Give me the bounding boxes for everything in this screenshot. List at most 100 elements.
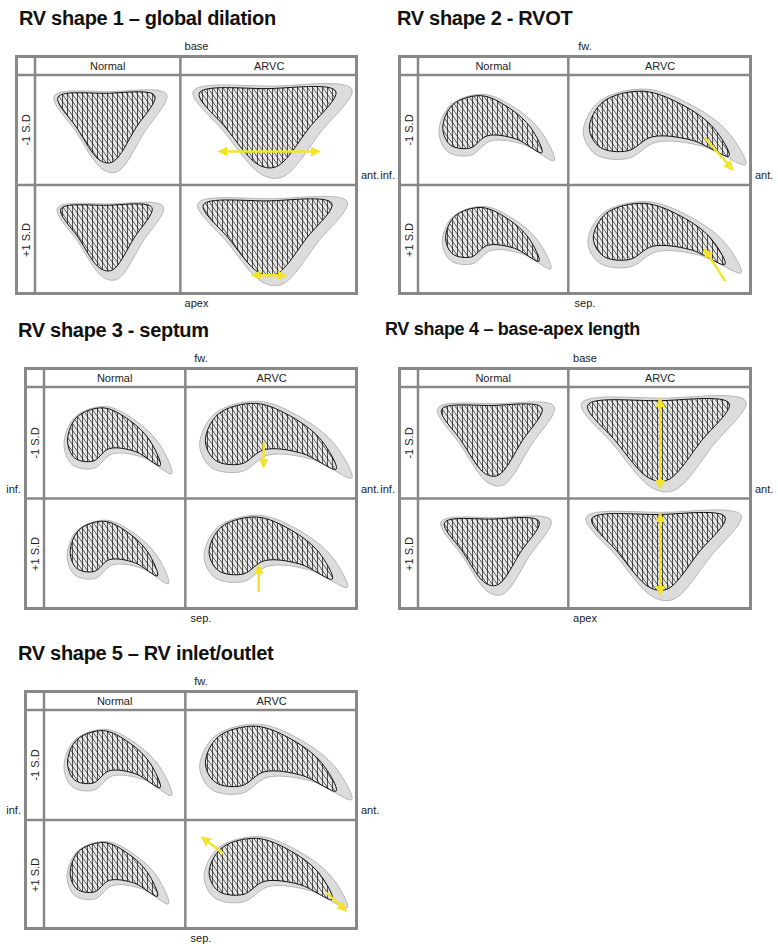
table-header: ARVC [254, 60, 284, 73]
yellow-arrow [262, 443, 265, 467]
table-rule [398, 184, 752, 187]
rv-surface [583, 89, 746, 165]
orientation-label: ant. [361, 169, 379, 182]
rv-mesh [70, 521, 158, 576]
panel-box: RV shape 1 – global dilation [15, 55, 358, 295]
yellow-arrow [659, 399, 662, 488]
rv-surface [197, 196, 347, 285]
table-rule [24, 819, 358, 822]
orientation-label: inf. [6, 482, 21, 495]
panel-title: RV shape 3 - septum [18, 319, 209, 342]
rv-mesh [443, 96, 542, 153]
rv-surface [67, 841, 169, 904]
orientation-label: sep. [191, 932, 212, 945]
orientation-label: base [185, 40, 209, 53]
rv-mesh [592, 512, 726, 590]
table-rule [34, 55, 37, 295]
orientation-label: fw. [194, 675, 207, 688]
panel-title: RV shape 4 – base-apex length [385, 319, 640, 340]
yellow-arrow [219, 150, 318, 153]
panel-title: RV shape 1 – global dilation [19, 7, 276, 30]
table-rule [184, 690, 187, 930]
table-rule [24, 386, 358, 389]
orientation-label: ant. [361, 482, 379, 495]
table-rule [398, 386, 752, 389]
table-rule [417, 55, 420, 295]
table-rule [15, 74, 358, 77]
table-rule [184, 367, 187, 610]
rv-surface [193, 84, 352, 179]
table-header: Normal [90, 60, 125, 73]
table-rule [398, 74, 752, 77]
table-rule [567, 55, 570, 295]
orientation-label: fw. [578, 40, 591, 53]
rv-mesh [60, 204, 152, 271]
rv-surface [204, 837, 348, 909]
table-rule [567, 367, 570, 610]
yellow-arrow [253, 274, 286, 277]
panel-box: RV shape 2 - RVOT [398, 55, 752, 295]
yellow-arrow [705, 138, 732, 169]
table-header: ARVC [256, 695, 286, 708]
yellow-arrow [258, 566, 261, 592]
orientation-label: base [573, 352, 597, 365]
rv-mesh [444, 518, 539, 586]
panel-box: RV shape 4 – base-apex length [398, 367, 752, 610]
table-rule [43, 690, 46, 930]
orientation-label: inf. [380, 169, 395, 182]
rv-mesh [446, 207, 540, 261]
table-header: +1 S.D [29, 858, 42, 892]
rv-surface [64, 406, 172, 474]
table-rule [15, 184, 358, 187]
table-rule [417, 367, 420, 610]
rv-surface [437, 402, 554, 486]
yellow-arrow [705, 250, 726, 281]
rv-mesh [70, 842, 158, 896]
panel-box: RV shape 3 - septum [24, 367, 358, 610]
orientation-label: inf. [380, 482, 395, 495]
rv-surface [588, 202, 742, 274]
rv-mesh [58, 92, 155, 163]
rv-mesh [587, 399, 729, 482]
orientation-label: fw. [194, 352, 207, 365]
panel-title: RV shape 2 - RVOT [397, 7, 572, 30]
panel-illustration [24, 690, 358, 930]
rv-mesh [203, 199, 332, 276]
rv-surface [64, 729, 172, 796]
rv-mesh [68, 731, 161, 788]
rv-mesh [589, 91, 729, 156]
panel-illustration [24, 367, 358, 610]
rv-mesh [205, 726, 336, 791]
table-rule [179, 55, 182, 295]
rv-surface [439, 94, 555, 161]
panel-illustration [398, 55, 752, 295]
rv-surface [204, 515, 348, 588]
rv-mesh [209, 838, 333, 899]
rv-surface [57, 202, 164, 280]
rv-mesh [593, 203, 725, 265]
table-rule [24, 497, 358, 500]
table-rule [43, 367, 46, 610]
table-header: -1 S.D [29, 427, 42, 458]
rv-surface [200, 724, 353, 800]
rv-surface [200, 401, 353, 478]
rv-mesh [68, 408, 161, 466]
table-header: Normal [475, 372, 510, 385]
rv-surface [54, 90, 167, 173]
table-header: ARVC [645, 372, 675, 385]
table-header: ARVC [256, 372, 286, 385]
orientation-label: sep. [575, 297, 596, 310]
table-header: +1 S.D [29, 537, 42, 571]
rv-mesh [199, 86, 336, 168]
table-header: Normal [97, 372, 132, 385]
table-header: Normal [475, 60, 510, 73]
yellow-arrow [659, 514, 662, 594]
rv-mesh [441, 404, 542, 476]
rv-surface [581, 396, 746, 492]
yellow-arrow [326, 893, 345, 911]
rv-mesh [205, 403, 336, 469]
yellow-arrow [203, 838, 224, 854]
rv-mesh [209, 517, 333, 579]
